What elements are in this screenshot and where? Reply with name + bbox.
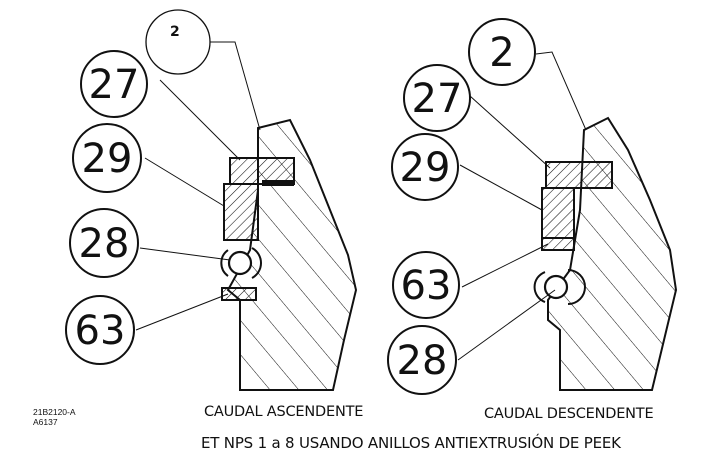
left-part-29 (223, 183, 259, 241)
left-callout-2-circle (145, 9, 211, 75)
right-callout-27-circle (403, 64, 471, 132)
right-part-29 (541, 187, 575, 239)
right-callout-63: 63 (401, 263, 452, 309)
left-view: 2 27 29 28 63 (65, 9, 358, 391)
left-callout-2: 2 (170, 24, 180, 40)
left-callout-29: 29 (82, 136, 133, 182)
reference-line-2: A6137 (33, 417, 58, 427)
right-part-28-jacket (533, 271, 546, 303)
drawing-reference: 21B2120-A A6137 (33, 407, 76, 427)
right-part-28-jacket-outer (567, 269, 586, 305)
caption-left: CAUDAL ASCENDENTE (204, 404, 364, 420)
right-callout-27: 27 (412, 76, 463, 122)
reference-line-1: 21B2120-A (33, 407, 76, 417)
right-callout-29: 29 (400, 145, 451, 191)
caption-right: CAUDAL DESCENDENTE (484, 406, 654, 422)
left-part-27 (229, 157, 295, 185)
right-part-28 (543, 274, 569, 300)
left-callout-27-circle (80, 50, 148, 118)
left-part-27-lip (262, 180, 294, 186)
right-part-27 (545, 161, 613, 189)
right-callout-29-circle (391, 133, 459, 201)
right-callout-28-circle (387, 325, 457, 395)
right-body-section (547, 116, 678, 391)
right-callout-2-circle (468, 18, 536, 86)
left-callout-29-circle (72, 123, 142, 193)
left-callout-63-circle (65, 295, 135, 365)
right-callout-63-circle (392, 251, 460, 319)
left-part-28-jacket (220, 249, 229, 277)
caption-bottom: ET NPS 1 a 8 USANDO ANILLOS ANTIEXTRUSIÓ… (201, 434, 621, 452)
left-part-28-jacket-outer (251, 247, 262, 279)
left-callout-28: 28 (79, 221, 130, 267)
left-leaders (135, 41, 261, 331)
left-callout-63: 63 (75, 308, 126, 354)
right-callout-2: 2 (489, 30, 514, 76)
right-part-63 (541, 237, 575, 251)
left-part-63 (221, 287, 257, 301)
left-callout-27: 27 (89, 62, 140, 108)
left-callout-28-circle (69, 208, 139, 278)
right-callout-28: 28 (397, 338, 448, 384)
left-part-28 (227, 250, 253, 276)
right-leaders (457, 51, 587, 361)
right-view: 2 27 29 63 28 (387, 18, 678, 395)
